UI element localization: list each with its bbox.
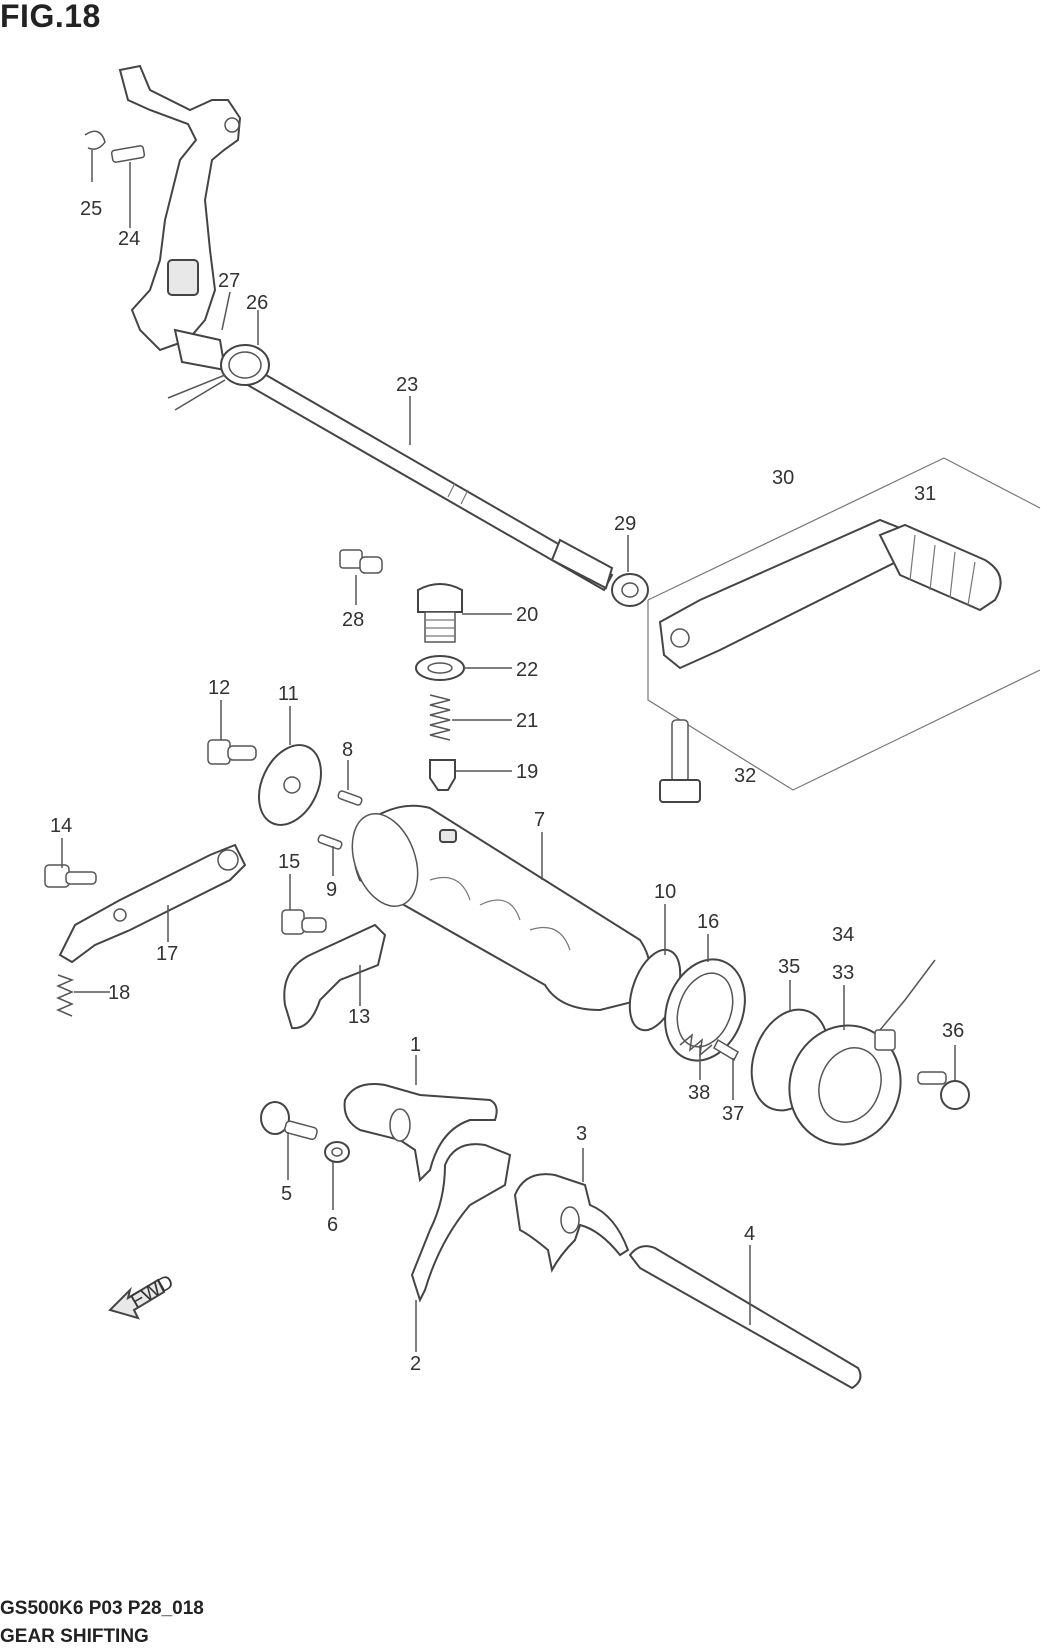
callout-21: 21: [516, 710, 538, 732]
figure-title: FIG.18: [0, 0, 101, 34]
spring-18: [56, 974, 75, 1017]
callout-9: 9: [326, 879, 337, 901]
plug: [417, 583, 463, 643]
callout-23: 23: [396, 374, 418, 396]
washer-hole: [427, 662, 453, 674]
callout-30: 30: [772, 467, 794, 489]
callout-28: 28: [342, 609, 364, 631]
callout-1: 1: [410, 1034, 421, 1056]
callout-3: 3: [576, 1123, 587, 1145]
stopper-plate: [258, 744, 322, 826]
callout-12: 12: [208, 677, 230, 699]
oil-seal: [611, 573, 649, 607]
callout-13: 13: [348, 1006, 370, 1028]
callout-36: 36: [942, 1020, 964, 1042]
callout-29: 29: [614, 513, 636, 535]
callout-17: 17: [156, 943, 178, 965]
small-bolt-and-clip: [84, 130, 146, 163]
fwd-label: FWD: [127, 1271, 177, 1313]
callout-20: 20: [516, 604, 538, 626]
pin-8: [337, 790, 363, 806]
pin-37: [713, 1038, 739, 1062]
bolt-12: [207, 739, 257, 765]
callout-10: 10: [654, 881, 676, 903]
callout-6: 6: [327, 1214, 338, 1236]
spring-38: [679, 1033, 713, 1057]
fork-shaft: [628, 1245, 862, 1390]
callout-19: 19: [516, 761, 538, 783]
gearshift-shaft: [230, 358, 614, 592]
callout-35: 35: [778, 956, 800, 978]
callout-4: 4: [744, 1223, 755, 1245]
shift-fork-2: [410, 1143, 512, 1303]
pin-9: [317, 834, 343, 850]
bolt-28: [339, 549, 383, 574]
figure-code: GS500K6 P03 P28_018: [0, 1598, 204, 1619]
washer-6: [324, 1141, 350, 1163]
callout-38: 38: [688, 1082, 710, 1104]
gearshift-cam: [351, 804, 651, 1012]
callout-2: 2: [410, 1353, 421, 1375]
callout-16: 16: [697, 911, 719, 933]
bolt-15: [281, 909, 327, 935]
callout-33: 33: [832, 962, 854, 984]
callout-31: 31: [914, 483, 936, 505]
callout-8: 8: [342, 739, 353, 761]
callout-11: 11: [278, 683, 299, 705]
shift-fork-1: [343, 1083, 498, 1183]
callout-7: 7: [534, 809, 545, 831]
stopper-plate-13: [283, 923, 387, 1030]
callout-32: 32: [734, 765, 756, 787]
gear-shift-lever: [658, 518, 1002, 670]
bolt-14: [44, 864, 97, 888]
bolt-36: [917, 1071, 970, 1110]
callout-24: 24: [118, 228, 140, 250]
callout-22: 22: [516, 659, 538, 681]
gearshift-spring: [167, 344, 270, 411]
callout-labels: 25 24 27 26 23 30 31 29 28 20 22 12 11 2…: [50, 198, 964, 1375]
spring-21: [429, 694, 451, 741]
callout-26: 26: [246, 292, 268, 314]
callout-18: 18: [108, 982, 130, 1004]
figure-caption: GEAR SHIFTING: [0, 1626, 149, 1647]
callout-5: 5: [281, 1183, 292, 1205]
callout-14: 14: [50, 815, 72, 837]
stopper-pin: [429, 759, 456, 791]
callout-15: 15: [278, 851, 300, 873]
bolt-32: [659, 719, 701, 803]
callout-37: 37: [722, 1103, 744, 1125]
callout-25: 25: [80, 198, 102, 220]
callout-34: 34: [832, 924, 854, 946]
gear-position-switch: [788, 959, 936, 1146]
cam-bearing: [664, 958, 746, 1062]
stopper-arm: [58, 843, 247, 964]
bolt-5: [260, 1101, 318, 1141]
shift-fork-3: [513, 1173, 630, 1273]
fwd-arrow-icon: FWD: [108, 1271, 178, 1320]
callout-27: 27: [218, 270, 240, 292]
gear-shift-lever-box: [647, 457, 1041, 791]
gearshift-arm: [118, 64, 242, 372]
leader-lines: [61, 150, 956, 1352]
